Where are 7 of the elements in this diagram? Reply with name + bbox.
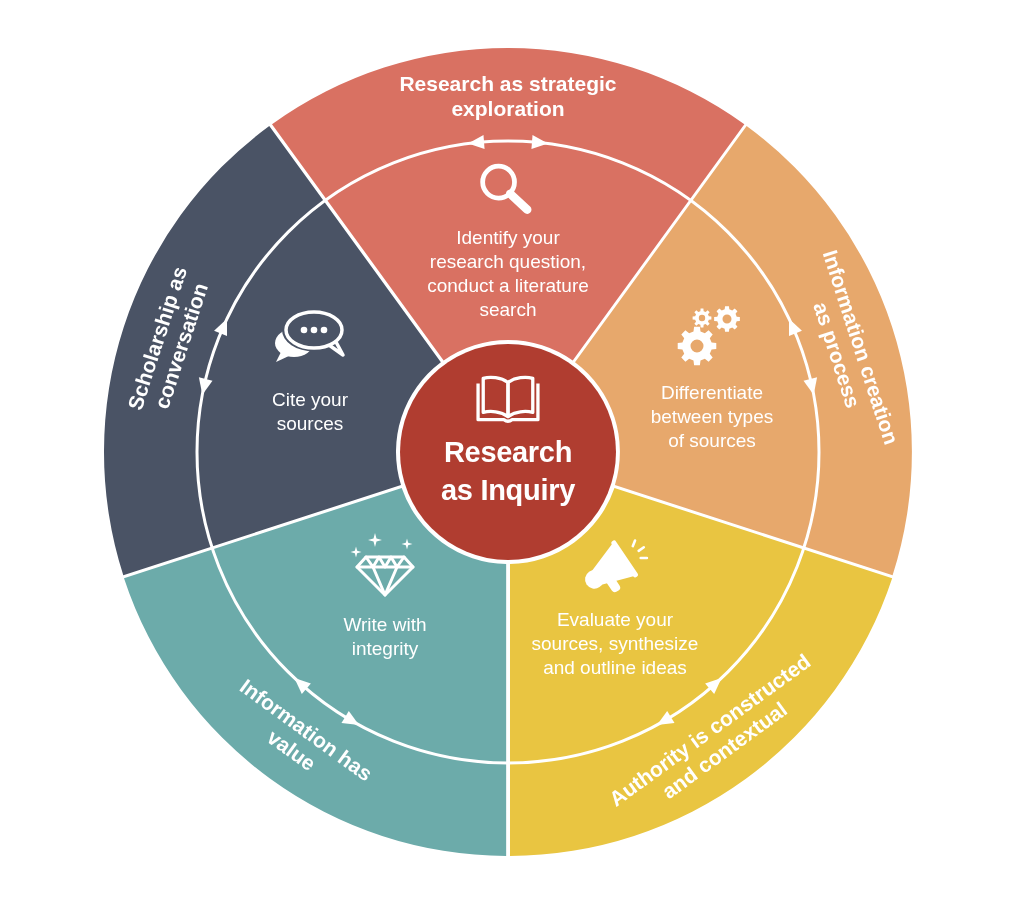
- sector-text: Differentiate between types of sources: [649, 381, 775, 453]
- sector-text: Identify your research question, conduct a literature search: [426, 226, 590, 323]
- sector-text: Evaluate your sources, synthesize and outline ideas: [530, 608, 700, 680]
- center-title: Research as Inquiry: [440, 435, 576, 508]
- sector-text: Write with integrity: [342, 613, 428, 661]
- sector-heading: Research as strategic exploration: [398, 71, 618, 121]
- sector-text: Cite your sources: [270, 388, 349, 437]
